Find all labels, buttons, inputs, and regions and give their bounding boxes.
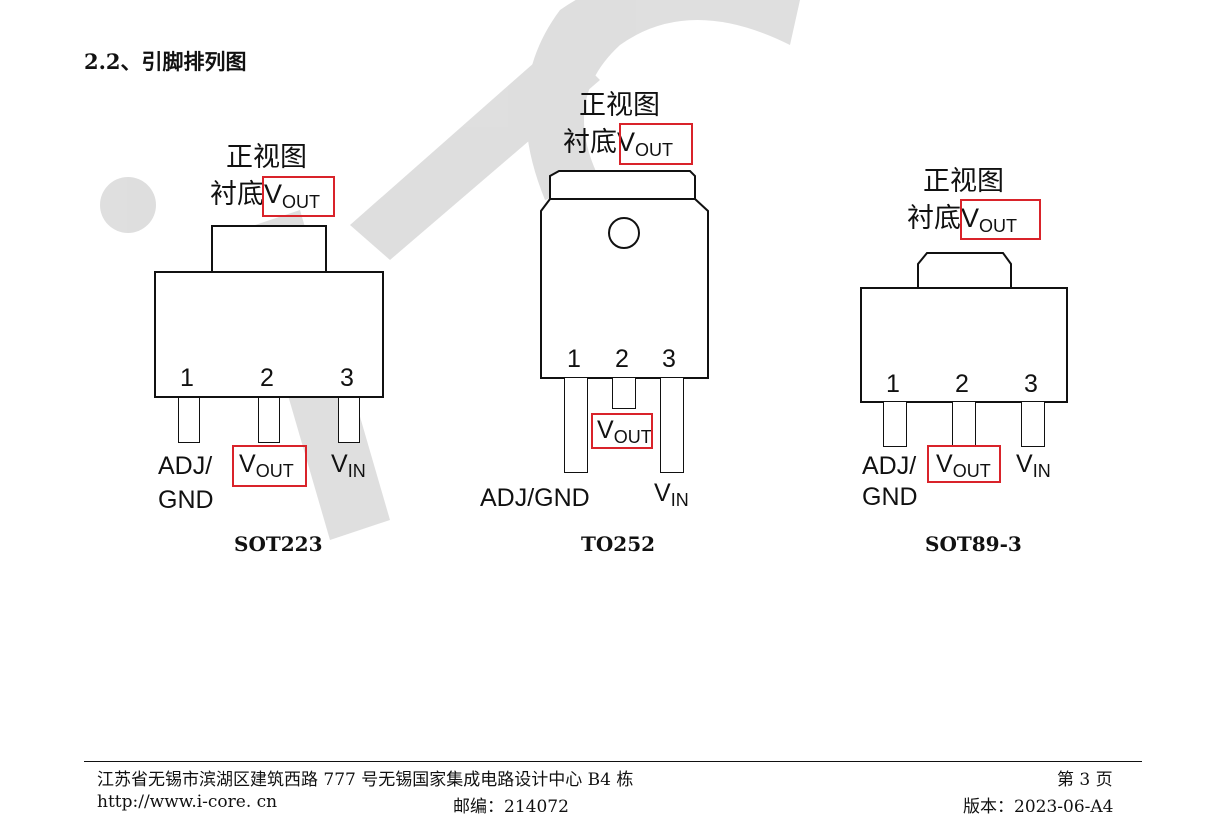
- to252-substrate-symbol: V: [617, 127, 636, 157]
- sot223-tab: [211, 225, 327, 273]
- sot89-pin-3: 3: [1024, 370, 1038, 398]
- sot223-substrate-symbol: V: [264, 179, 283, 209]
- sot223-pin3-symbol: V: [331, 450, 348, 478]
- sot223-pin1-label-line1: ADJ/: [158, 452, 213, 480]
- sot89-tab: [917, 252, 1012, 288]
- sot89-pin3-sub: IN: [1032, 461, 1051, 481]
- sot223-lead-3: [338, 397, 360, 443]
- sot223-pin1-label-line2: GND: [158, 486, 214, 514]
- sot89-substrate-label: 衬底VOUT: [907, 203, 1018, 236]
- to252-pin3-sub: IN: [670, 490, 689, 510]
- to252-lead-2: [612, 377, 636, 409]
- to252-pin-2: 2: [615, 345, 629, 373]
- sot223-lead-2: [258, 397, 280, 443]
- watermark-dot: [100, 177, 156, 233]
- sot89-pin2-sub: OUT: [952, 461, 991, 481]
- sot223-pin2-sub: OUT: [255, 461, 294, 481]
- sot89-lead-3: [1021, 401, 1045, 447]
- sot89-pin-1: 1: [886, 370, 900, 398]
- to252-substrate-highlight: [619, 123, 693, 165]
- sot89-lead-1: [883, 401, 907, 447]
- footer-website[interactable]: http://www.i-core. cn: [97, 792, 278, 812]
- sot89-pin3-symbol: V: [1016, 450, 1033, 478]
- sot89-pin1-label-line2: GND: [862, 483, 918, 511]
- sot223-pin3-sub: IN: [347, 461, 366, 481]
- sot89-view-label: 正视图: [923, 166, 1004, 196]
- sot223-pin-2: 2: [260, 364, 274, 392]
- sot89-pin1-label-line1: ADJ/: [862, 452, 917, 480]
- sot223-view-label: 正视图: [226, 142, 307, 172]
- to252-pin-3: 3: [662, 345, 676, 373]
- to252-outline: [540, 170, 709, 379]
- to252-view-label: 正视图: [579, 90, 660, 120]
- to252-pin3-label: VIN: [654, 479, 689, 510]
- sot223-pin3-label: VIN: [331, 450, 366, 481]
- sot223-substrate-text: 衬底: [210, 179, 264, 209]
- sot89-pin-2: 2: [955, 370, 969, 398]
- sot89-pin2-label: VOUT: [936, 450, 991, 481]
- sot223-pin-1: 1: [180, 364, 194, 392]
- footer-address: 江苏省无锡市滨湖区建筑西路 777 号无锡国家集成电路设计中心 B4 栋: [97, 770, 634, 790]
- to252-substrate-sub: OUT: [635, 140, 674, 160]
- to252-substrate-label: 衬底VOUT: [563, 127, 674, 160]
- sot223-lead-1: [178, 397, 200, 443]
- footer-page: 第 3 页: [1057, 770, 1113, 790]
- sot223-package-name: SOT223: [234, 532, 323, 556]
- to252-pin2-highlight: [591, 413, 653, 449]
- footer-postcode: 邮编：214072: [453, 797, 569, 817]
- to252-substrate-text: 衬底: [563, 127, 617, 157]
- sot223-pin2-highlight: [232, 445, 307, 487]
- to252-tab: [549, 170, 696, 200]
- to252-pin2-sub: OUT: [613, 427, 652, 447]
- sot89-pin2-highlight: [927, 445, 1001, 483]
- to252-lead-1: [564, 377, 588, 473]
- sot89-substrate-highlight: [960, 199, 1041, 240]
- watermark-letter-c: [525, 0, 800, 200]
- sot223-substrate-sub: OUT: [282, 192, 321, 212]
- sot89-lead-2: [952, 401, 976, 447]
- sot89-package-name: SOT89-3: [925, 532, 1022, 556]
- footer-version: 版本：2023-06-A4: [963, 797, 1114, 817]
- sot223-substrate-label: 衬底VOUT: [210, 179, 321, 212]
- sot89-pin2-symbol: V: [936, 450, 953, 478]
- to252-mounting-hole: [608, 217, 640, 249]
- to252-pin-1: 1: [567, 345, 581, 373]
- sot223-pin2-label: VOUT: [239, 450, 294, 481]
- to252-pin2-symbol: V: [597, 416, 614, 444]
- section-title: 2.2、引脚排列图: [84, 49, 247, 74]
- sot223-pin-3: 3: [340, 364, 354, 392]
- to252-package-name: TO252: [581, 532, 656, 556]
- sot223-pin2-symbol: V: [239, 450, 256, 478]
- sot89-pin3-label: VIN: [1016, 450, 1051, 481]
- sot89-substrate-sub: OUT: [979, 216, 1018, 236]
- to252-pin3-symbol: V: [654, 479, 671, 507]
- sot89-substrate-text: 衬底: [907, 203, 961, 233]
- to252-pin2-label: VOUT: [597, 416, 652, 447]
- to252-pin1-label: ADJ/GND: [480, 484, 590, 512]
- sot89-substrate-symbol: V: [961, 203, 980, 233]
- sot223-substrate-highlight: [262, 176, 335, 217]
- to252-body: [540, 198, 709, 379]
- footer-rule: [84, 761, 1142, 762]
- to252-lead-3: [660, 377, 684, 473]
